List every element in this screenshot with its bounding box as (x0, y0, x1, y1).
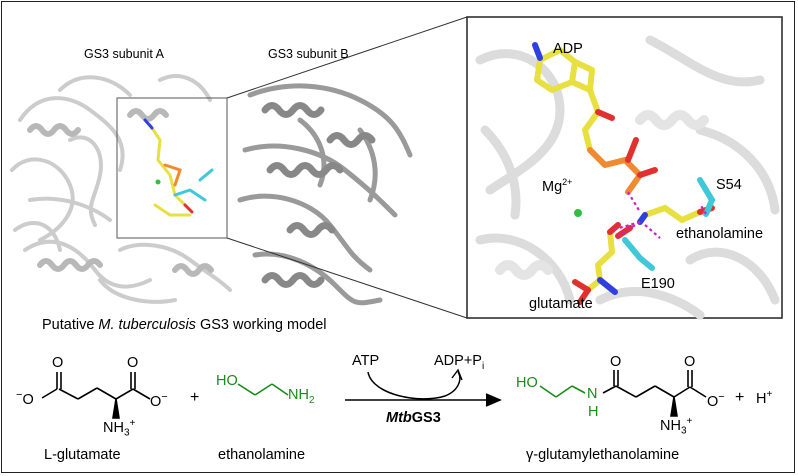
model-caption: Putative M. tuberculosis GS3 working mod… (42, 317, 327, 333)
zoom-line-bottom (226, 237, 468, 319)
adp-pi-label: ADP+Pi (434, 353, 485, 372)
adp-label: ADP (553, 41, 583, 57)
glu-o-right: O− (150, 391, 168, 410)
ethanolamine-structure (237, 383, 289, 396)
s54-residue (697, 177, 716, 217)
l-glutamate-structure (41, 372, 151, 419)
product-n: N (587, 386, 598, 402)
hydrogen-bonds (611, 191, 707, 239)
glu-o-minus: −O (16, 389, 34, 408)
subunit-a-ribbons (10, 74, 232, 304)
subunit-a-label: GS3 subunit A (84, 47, 164, 61)
l-glutamate-name: L-glutamate (44, 447, 121, 463)
glu-nh3: NH3+ (103, 418, 136, 439)
ethanolamine-name: ethanolamine (218, 447, 306, 463)
glu-o-top-right: O (127, 355, 139, 371)
reaction-arrow (345, 368, 502, 407)
atp-label: ATP (352, 353, 380, 369)
enzyme-label: MtbGS3 (386, 410, 441, 426)
overview-inset-box (116, 97, 228, 239)
product-nh-h: H (588, 404, 599, 420)
adp-molecule (532, 42, 658, 195)
mg-label: Mg2+ (542, 177, 573, 195)
ethanolamine-zoom-label: ethanolamine (676, 226, 764, 242)
glu-o-top-left: O (52, 355, 64, 371)
glutamate-zoom-label: glutamate (529, 296, 593, 312)
ethanolamine-ho: HO (216, 373, 238, 389)
ethanolamine-nh2: NH2 (288, 387, 315, 406)
zoom-line-top (226, 16, 468, 99)
e190-label: E190 (641, 276, 675, 292)
mg-ion (574, 209, 582, 217)
zoom-background-ribbons (475, 35, 780, 320)
zoom-background-helices (495, 110, 709, 280)
caption-suffix: GS3 working model (195, 317, 327, 333)
plus-sign-1: + (190, 389, 200, 406)
overview-ligand (143, 118, 214, 217)
caption-species: M. tuberculosis (98, 317, 196, 333)
product-structure (539, 370, 707, 417)
plus-sign-2: + (735, 389, 745, 406)
proton-label: H+ (756, 389, 773, 407)
product-o-acid: O (684, 354, 696, 370)
caption-prefix: Putative (42, 317, 99, 333)
subunit-b-ribbons (237, 83, 413, 306)
s54-label: S54 (716, 177, 742, 193)
product-nh3: NH3+ (660, 416, 693, 437)
product-ho: HO (516, 375, 538, 391)
subunit-b-label: GS3 subunit B (268, 47, 349, 61)
overview-mg (155, 179, 161, 185)
subunit-a-helices (27, 108, 214, 277)
product-o-minus: O− (707, 391, 725, 410)
product-o-amide: O (610, 354, 622, 370)
product-name: γ-glutamylethanolamine (526, 447, 680, 463)
subunit-b-helices (261, 102, 376, 288)
